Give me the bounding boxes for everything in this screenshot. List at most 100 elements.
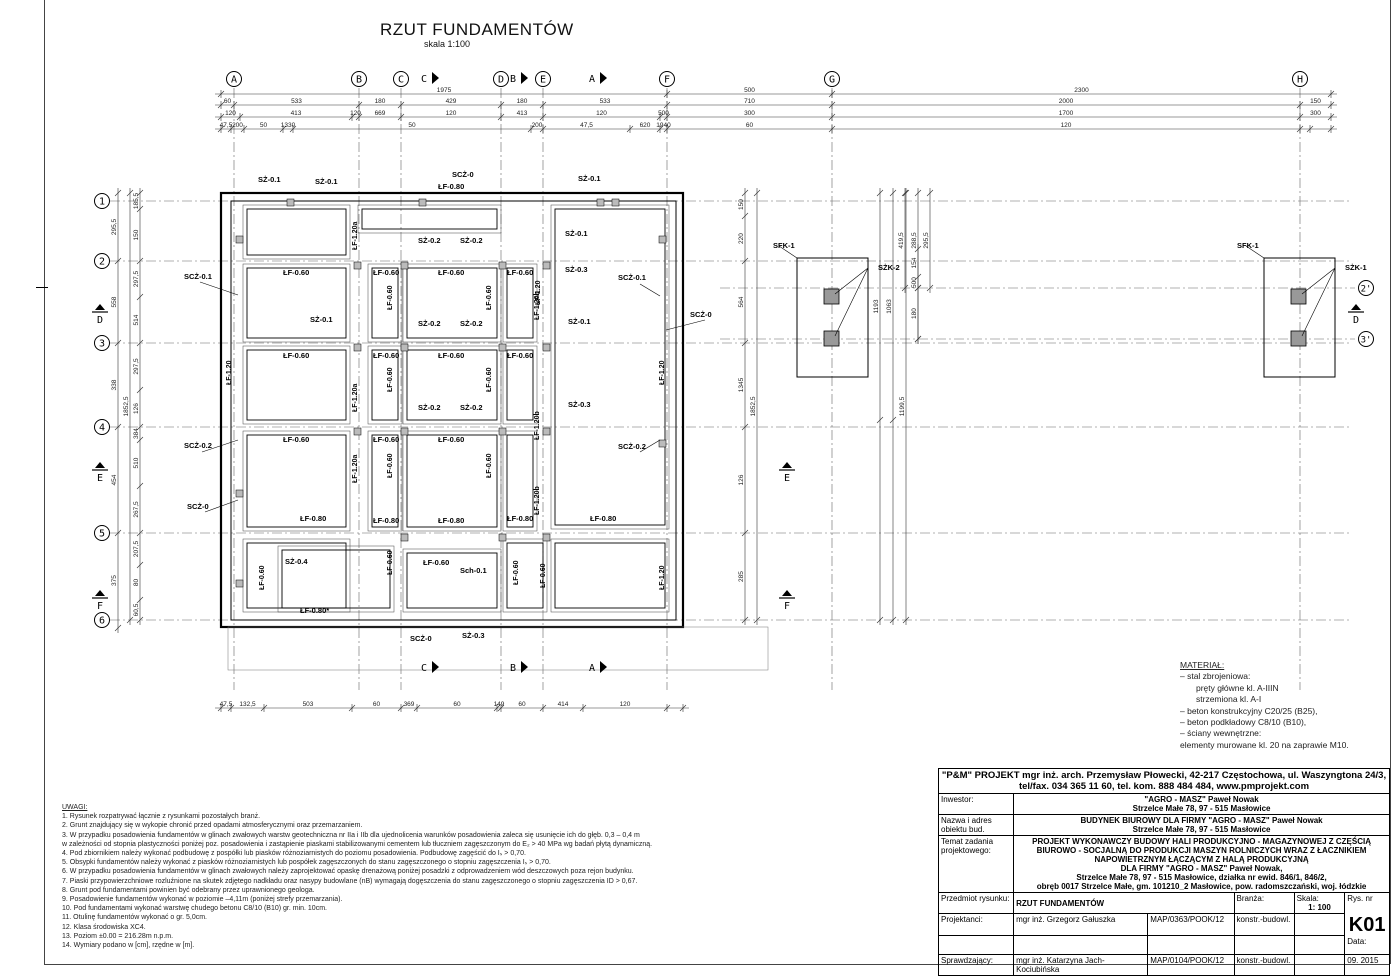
plan-label: ŁF-0.60 [438,351,464,360]
axis-bubble [1358,280,1374,296]
plan-label: ŁF-0.80 [438,516,464,525]
wall-node [400,261,409,270]
footing-outline [367,263,403,343]
dim-tick [902,616,910,624]
plan-label: SŻ-0.1 [578,174,601,183]
plan-label: SCŻ-0.2 [618,442,646,451]
dim-text: 149 [494,701,505,708]
axis-bubble-label: 3 [99,339,105,350]
dim-text: 60 [518,701,526,708]
dim-tick [926,284,934,292]
section-label: A [589,74,595,85]
dim-text: 558 [111,296,118,307]
dim-text: 300 [1310,110,1321,117]
object-value: BUDYNEK BIUROWY DLA FIRMY "AGRO - MASZ" … [1013,814,1390,836]
material-heading: MATERIAŁ: [1180,660,1225,670]
dim-text: 620 [640,122,651,129]
plan-label: ŁF-0.60 [438,435,464,444]
section-arrow [95,304,105,310]
wall-node [353,261,362,270]
subject-label: Przedmiot rysunku: [937,892,1015,914]
column-footing [1263,257,1336,378]
plan-label-vertical: ŁF-0.60 [513,560,520,585]
note-item: 4. Pod zbiornikiem należy wykonać podbud… [62,850,526,858]
note-item: 7. Piaski przypowierzchniowe rozluźnione… [62,877,638,885]
dim-tick [114,624,122,632]
dim-tick [136,386,144,394]
column-footings [235,198,1336,588]
footing-outline [502,345,538,425]
plan-label: SŻ-0.1 [258,175,281,184]
dim-text: 1345 [738,377,745,392]
dim-text: 120 [620,701,631,708]
section-arrow [600,72,607,84]
section-arrow [782,462,792,468]
branch-label: Branża: [1233,892,1295,914]
section-label: F [97,601,103,612]
label-leader [199,281,239,296]
plan-label-vertical: ŁF-0.60 [486,285,493,310]
dim-tick [114,339,122,347]
dim-text: 47,5 [220,122,233,129]
note-item: 12. Klasa środowiska XC4. [62,923,146,931]
dim-tick [741,616,749,624]
dim-text: 369 [404,701,415,708]
dim-tick [876,616,884,624]
dim-text: 60 [224,98,232,105]
bottom-slab-outline [227,626,769,671]
dim-text: 120 [596,110,607,117]
dim-text: 500 [658,110,669,117]
dim-text: 126 [133,403,140,414]
plan-label-vertical: ŁF-0.60 [387,453,394,478]
axis-bubble [94,419,110,435]
axis-bubble [1358,331,1374,347]
axis-bubble [493,71,509,87]
plan-label: SŻ-0.3 [565,265,588,274]
dim-tick [114,257,122,265]
title-block: "P&M" PROJEKT mgr inż. arch. Przemysław … [937,768,1390,976]
dim-text: 220 [738,233,745,244]
plan-label-vertical: ŁF-0.60 [486,453,493,478]
plan-label: ŁF-0.60 [423,558,449,567]
dim-tick [889,189,897,197]
room-outline [506,434,534,528]
material-block: MATERIAŁ: – stal zbrojeniowa: pręty głów… [1180,660,1390,751]
dim-text: 200 [232,122,243,129]
dim-tick [114,529,122,537]
dim-tick [914,273,922,281]
footing-outline [402,548,502,613]
section-label: C [421,663,427,674]
plan-label: SCŻ-0.1 [618,273,646,282]
plan-label: SŻ-0.1 [565,229,588,238]
plan-label-vertical: ŁF-1.20a [352,221,359,250]
dim-text: 47,5 [220,701,233,708]
plan-label: SCŻ-0.1 [184,272,212,281]
wall-node [418,198,427,207]
designers-label: Projektanci: [937,913,1015,936]
room-outline [371,349,399,421]
dim-text: 120 [350,110,361,117]
dim-text: 295,5 [111,218,118,235]
plan-label-vertical: ŁF-0.60 [387,367,394,392]
dim-text: 180 [911,308,918,319]
dim-text: 50 [260,122,268,129]
room-outline [281,549,391,609]
scale-cell: Skala:1: 100 [1293,892,1346,914]
axis-bubble [94,612,110,628]
dim-text: 1199,5 [899,396,906,416]
footing-outline [502,538,548,613]
column [823,288,840,305]
axis-bubble [94,525,110,541]
plan-label: ŁF-0.80 [300,514,326,523]
room-outline [361,208,498,230]
dim-text: 150 [1310,98,1321,105]
axis-bubble [1292,71,1308,87]
plan-label: SCŻ-0 [410,634,432,643]
dim-text: 1700 [1059,110,1074,117]
dim-text: 120 [225,110,236,117]
section-arrow [600,661,607,673]
section-arrow [432,661,439,673]
plan-label-vertical: ŁF-0.60 [486,367,493,392]
wall-node [353,343,362,352]
dim-tick [914,335,922,343]
